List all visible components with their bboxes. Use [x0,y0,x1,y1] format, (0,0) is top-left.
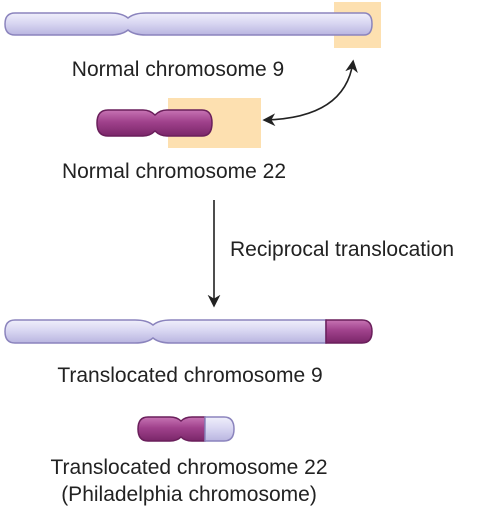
label-process: Reciprocal translocation [230,238,454,261]
exchange-arrow [262,59,358,127]
trans-chr22-purple-part [137,416,206,442]
label-normal-chr9: Normal chromosome 9 [72,58,284,81]
translocated-chromosome-9 [4,319,373,344]
trans-chr9-purple-part [325,319,373,344]
normal-chromosome-9 [4,2,381,48]
label-translocated-chr22: Translocated chromosome 22 [50,456,327,479]
chr22-body [96,109,213,137]
label-translocated-chr9: Translocated chromosome 9 [57,364,322,387]
chr9-body [4,12,373,36]
translocated-chromosome-22 [137,416,235,442]
label-philadelphia: (Philadelphia chromosome) [61,483,317,506]
trans-chr22-lavender-part [204,416,235,442]
trans-chr9-lavender-part [4,319,327,344]
label-normal-chr22: Normal chromosome 22 [62,160,286,183]
normal-chromosome-22 [96,98,261,148]
